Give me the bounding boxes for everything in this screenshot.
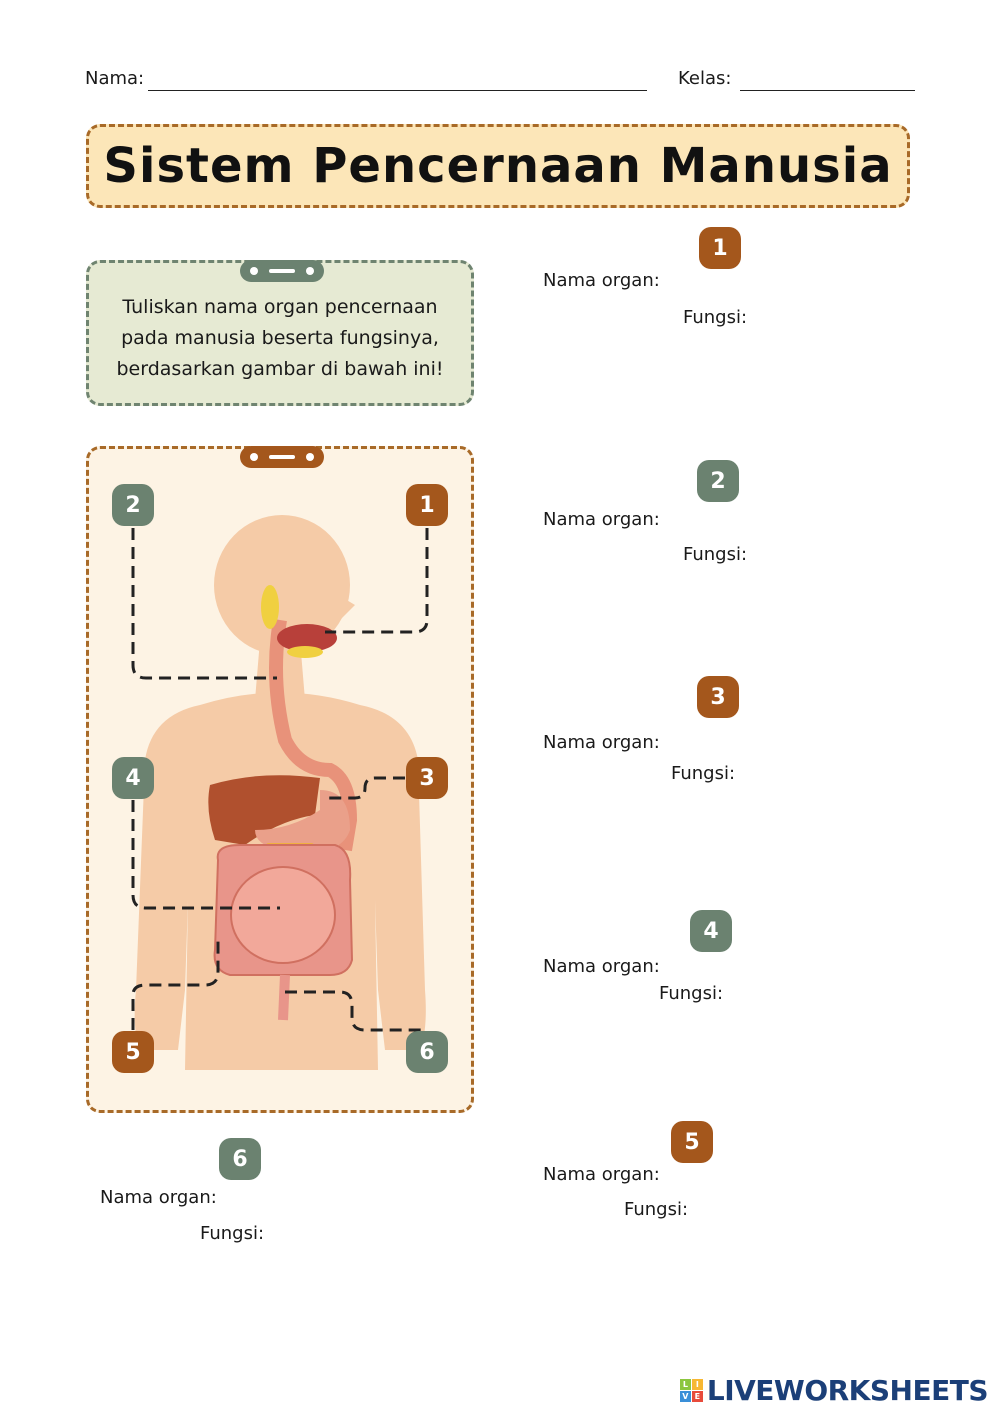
leader-lines: [131, 528, 429, 1032]
diagram-badge-1: 1: [406, 484, 448, 526]
organ-label-3: Nama organ:: [543, 732, 660, 753]
function-label-5: Fungsi:: [624, 1199, 689, 1220]
organ-label-6: Nama organ:: [100, 1187, 217, 1208]
diagram-badge-6: 6: [406, 1031, 448, 1073]
liveworksheets-logo: L I V E LIVEWORKSHEETS: [679, 1374, 989, 1407]
diagram-badge-5: 5: [112, 1031, 154, 1073]
diagram-badge-3: 3: [406, 757, 448, 799]
answer-badge-6: 6: [219, 1138, 261, 1180]
function-label-6: Fungsi:: [200, 1223, 265, 1244]
function-label-1: Fungsi:: [683, 307, 748, 328]
diagram-badge-2: 2: [112, 484, 154, 526]
page-title: Sistem Pencernaan Manusia: [103, 138, 893, 194]
title-banner: Sistem Pencernaan Manusia: [86, 124, 910, 208]
answer-badge-1: 1: [699, 227, 741, 269]
liver: [208, 775, 320, 845]
answer-badge-3: 3: [697, 676, 739, 718]
stomach: [255, 790, 350, 853]
organ-label-5: Nama organ:: [543, 1164, 660, 1185]
answer-badge-5: 5: [671, 1121, 713, 1163]
answer-badge-2: 2: [697, 460, 739, 502]
name-input-line[interactable]: [148, 90, 647, 91]
name-label: Nama:: [85, 68, 145, 89]
diagram-badge-4: 4: [112, 757, 154, 799]
logo-text: LIVEWORKSHEETS: [706, 1374, 989, 1407]
function-label-4: Fungsi:: [659, 983, 724, 1004]
function-label-3: Fungsi:: [671, 763, 736, 784]
answer-badge-4: 4: [690, 910, 732, 952]
instruction-text: Tuliskan nama organ pencernaan pada manu…: [116, 295, 444, 380]
class-input-line[interactable]: [740, 90, 915, 91]
clip-icon: [240, 446, 324, 468]
logo-icon: L I V E: [679, 1379, 703, 1402]
organ-label-1: Nama organ:: [543, 270, 660, 291]
instruction-card: Tuliskan nama organ pencernaan pada manu…: [86, 260, 474, 406]
rectum: [278, 974, 290, 1021]
class-label: Kelas:: [678, 68, 732, 89]
function-label-2: Fungsi:: [683, 544, 748, 565]
organ-label-4: Nama organ:: [543, 956, 660, 977]
clip-icon: [240, 260, 324, 282]
organ-label-2: Nama organ:: [543, 509, 660, 530]
